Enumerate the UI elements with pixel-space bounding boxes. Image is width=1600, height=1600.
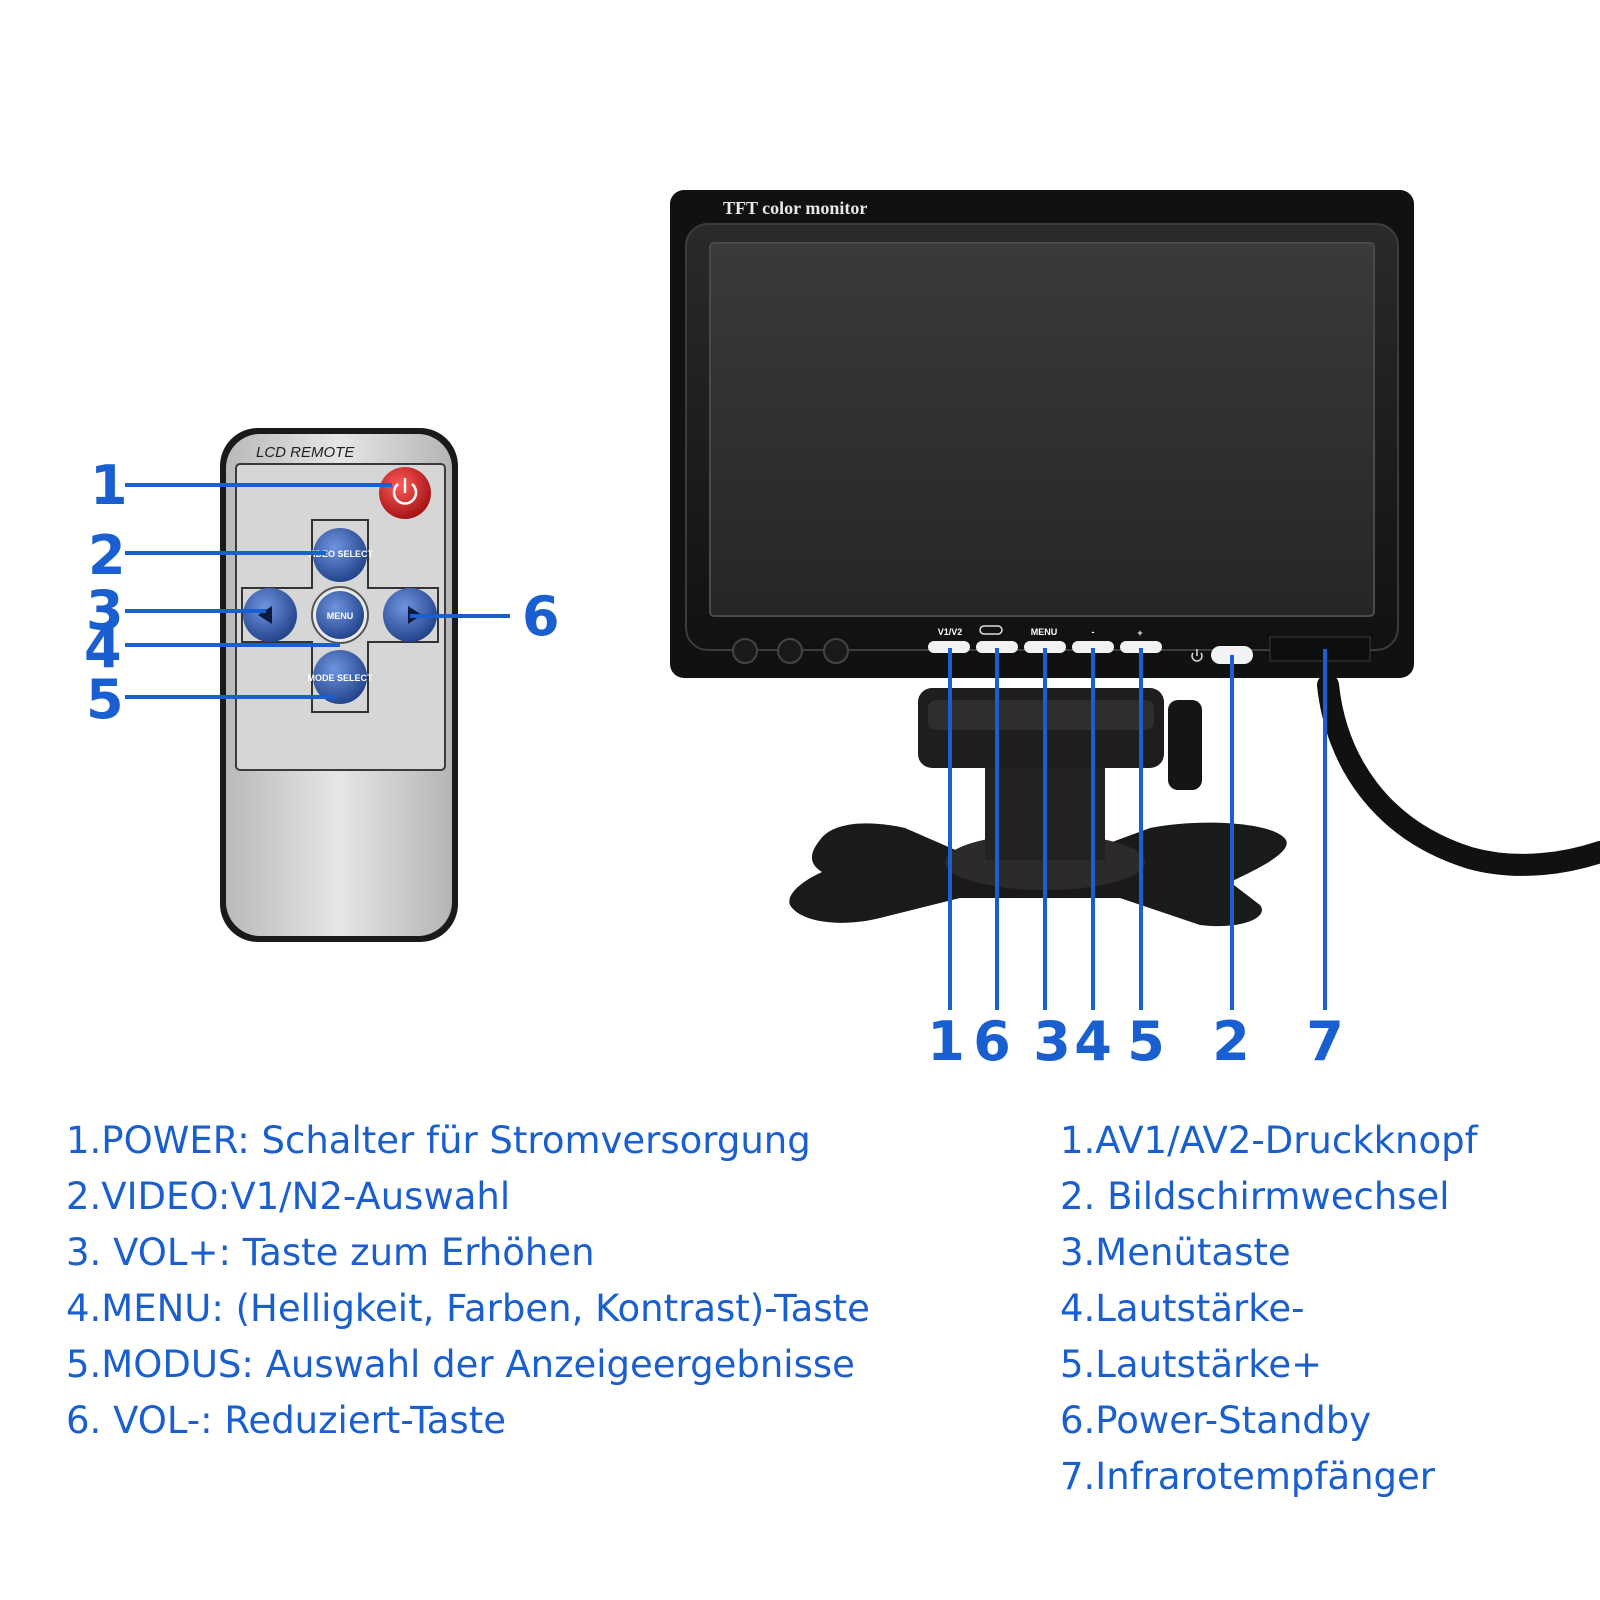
monitor-legend-item-3: 3.Menütaste	[1060, 1231, 1291, 1274]
monitor-callout-5: 5	[1127, 1010, 1165, 1073]
remote-menu-button[interactable]	[316, 591, 364, 639]
monitor-legend-item-1: 1.AV1/AV2-Druckknopf	[1060, 1119, 1478, 1162]
monitor-legend-item-5: 5.Lautstärke+	[1060, 1343, 1323, 1386]
monitor: TFT color monitor V1/V2 MENU - +	[670, 190, 1600, 927]
remote-label: LCD REMOTE	[256, 444, 355, 461]
monitor-v1v2-label: V1/V2	[938, 627, 963, 637]
speaker-hole-icon	[732, 638, 758, 664]
remote-callout-6: 6	[522, 585, 560, 648]
remote-callouts: 1 2 3 4 5 6	[84, 454, 560, 731]
remote-video-select-button[interactable]	[313, 528, 367, 582]
remote-callout-2: 2	[88, 524, 126, 587]
monitor-legend: 1.AV1/AV2-Druckknopf 2. Bildschirmwechse…	[1060, 1113, 1478, 1505]
monitor-callout-4: 4	[1074, 1010, 1112, 1073]
monitor-cable	[1317, 674, 1600, 876]
monitor-menu-label: MENU	[1031, 627, 1058, 637]
arrow-left-icon	[258, 606, 272, 624]
monitor-callouts: 1 6 3 4 5 2 7	[927, 648, 1344, 1073]
remote-legend: 1.POWER: Schalter für Stromversorgung 2.…	[66, 1113, 870, 1449]
remote-legend-item-2: 2.VIDEO:V1/N2-Auswahl	[66, 1175, 511, 1218]
remote-video-select-label: VIDEO SELECT	[307, 549, 374, 559]
monitor-v1v2-button[interactable]	[928, 641, 970, 653]
monitor-callout-6: 6	[973, 1010, 1011, 1073]
remote-mode-select-button[interactable]	[313, 650, 367, 704]
monitor-volume-up-button[interactable]	[1120, 641, 1162, 653]
screen-switch-icon	[979, 625, 1003, 635]
remote-control: LCD REMOTE VIDEO SELECT MENU MODE SELECT	[220, 428, 458, 942]
remote-legend-item-1: 1.POWER: Schalter für Stromversorgung	[66, 1119, 811, 1162]
power-icon	[392, 478, 418, 505]
monitor-brand-text: TFT color monitor	[723, 198, 867, 218]
monitor-minus-label: -	[1092, 627, 1095, 637]
monitor-callout-1: 1	[927, 1010, 965, 1073]
monitor-menu-button[interactable]	[1024, 641, 1066, 653]
monitor-screen-switch-button[interactable]	[976, 641, 1018, 653]
remote-callout-3: 3	[86, 579, 124, 642]
monitor-legend-item-6: 6.Power-Standby	[1060, 1399, 1372, 1442]
monitor-screen	[709, 242, 1375, 617]
speaker-hole-icon	[823, 638, 849, 664]
remote-callout-5: 5	[86, 668, 124, 731]
monitor-plus-label: +	[1137, 628, 1142, 638]
power-icon	[1191, 649, 1203, 662]
remote-legend-item-4: 4.MENU: (Helligkeit, Farben, Kontrast)-T…	[66, 1287, 870, 1330]
remote-legend-item-6: 6. VOL-: Reduziert-Taste	[66, 1399, 506, 1442]
monitor-volume-down-button[interactable]	[1072, 641, 1114, 653]
remote-dpad-outline	[241, 519, 439, 713]
remote-menu-label: MENU	[327, 611, 354, 621]
monitor-callout-2: 2	[1212, 1010, 1250, 1073]
remote-mode-select-label: MODE SELECT	[307, 673, 373, 683]
remote-legend-item-5: 5.MODUS: Auswahl der Anzeigeergebnisse	[66, 1343, 855, 1386]
monitor-bracket-highlight	[928, 700, 1154, 730]
monitor-callout-3: 3	[1033, 1010, 1071, 1073]
monitor-tilt-knob[interactable]	[1168, 700, 1202, 790]
speaker-hole-icon	[777, 638, 803, 664]
monitor-legend-item-7: 7.Infrarotempfänger	[1060, 1455, 1436, 1498]
remote-callout-1: 1	[90, 454, 128, 517]
monitor-legend-item-2: 2. Bildschirmwechsel	[1060, 1175, 1450, 1218]
monitor-ir-receiver	[1269, 636, 1371, 662]
remote-callout-4: 4	[84, 617, 122, 680]
monitor-callout-7: 7	[1306, 1010, 1344, 1073]
monitor-legend-item-4: 4.Lautstärke-	[1060, 1287, 1305, 1330]
remote-legend-item-3: 3. VOL+: Taste zum Erhöhen	[66, 1231, 595, 1274]
